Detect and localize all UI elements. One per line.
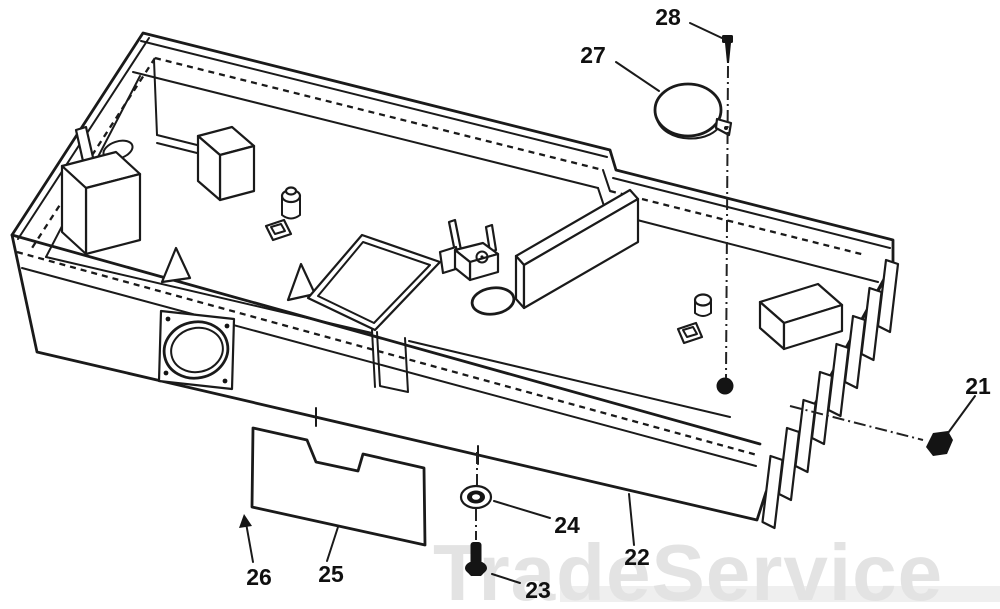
right-compartment <box>514 188 844 395</box>
callout-label-26: 26 <box>246 564 272 590</box>
washer-24 <box>459 484 493 510</box>
front-band-hatch <box>16 250 758 457</box>
terminal-block <box>438 218 500 282</box>
centerline-21 <box>789 405 924 441</box>
nut-21 <box>789 405 953 456</box>
raised-block <box>196 125 256 202</box>
callout-label-28: 28 <box>655 4 681 30</box>
wall-notch <box>371 329 409 393</box>
watermark-text: TradeService <box>433 528 943 609</box>
connector-circle <box>162 320 230 380</box>
callout-label-22: 22 <box>624 544 650 570</box>
rim-edge-top-right <box>612 177 891 249</box>
floor-edge-back-right <box>605 211 879 283</box>
square-pad-1 <box>264 218 293 242</box>
callout-label-23: 23 <box>525 577 551 603</box>
standoff-post <box>280 186 302 220</box>
chassis-outline <box>10 31 895 522</box>
leader-21 <box>947 395 976 434</box>
centerline-28 <box>725 65 729 379</box>
leader-lines <box>239 22 976 584</box>
watermark-band <box>560 586 1000 602</box>
round-hole <box>470 286 516 316</box>
gusset-1 <box>160 246 192 284</box>
left-compartment <box>60 125 317 302</box>
chassis-body <box>10 31 895 522</box>
centerline-23 <box>475 452 478 540</box>
leader-26 <box>245 522 254 563</box>
callout-label-24: 24 <box>554 512 580 538</box>
square-opening <box>306 233 442 332</box>
square-pad-2 <box>676 321 704 345</box>
screw-hole-boss <box>716 377 734 395</box>
callout-label-25: 25 <box>318 561 344 587</box>
callout-label-21: 21 <box>965 373 991 399</box>
standoff-cylinder <box>693 293 713 317</box>
floor-edge-back <box>132 71 599 189</box>
rim-edge-top <box>140 40 608 158</box>
callout-label-27: 27 <box>580 42 606 68</box>
screw-28 <box>722 35 733 379</box>
gusset-2 <box>286 262 317 302</box>
callout-labels: 21 22 23 24 25 26 27 28 <box>246 4 991 603</box>
front-band-bottom <box>21 267 757 467</box>
leader-27 <box>615 61 660 92</box>
heat-sink-fins <box>761 258 900 530</box>
cap-disc <box>653 82 733 140</box>
corner-post-edge <box>153 59 158 136</box>
middle-compartment <box>264 186 516 393</box>
connector-cutout <box>157 309 236 391</box>
cover-plate <box>250 426 427 547</box>
washer-screw-group <box>459 452 493 583</box>
leader-22 <box>628 493 635 546</box>
partition-wall <box>514 188 640 310</box>
leader-25 <box>326 526 339 562</box>
watermark: TradeService <box>433 528 1000 609</box>
leader-24 <box>493 500 551 519</box>
leader-28 <box>689 22 725 40</box>
leader-23 <box>491 573 521 584</box>
screw-23 <box>465 542 487 583</box>
front-band-top <box>10 233 762 446</box>
corner-block <box>758 282 844 351</box>
leader-26-arrowhead <box>239 514 252 528</box>
connector-circle-inner <box>170 326 224 374</box>
cap-clip <box>714 117 733 137</box>
rim-inner-left <box>31 57 156 249</box>
tall-box <box>60 150 142 256</box>
